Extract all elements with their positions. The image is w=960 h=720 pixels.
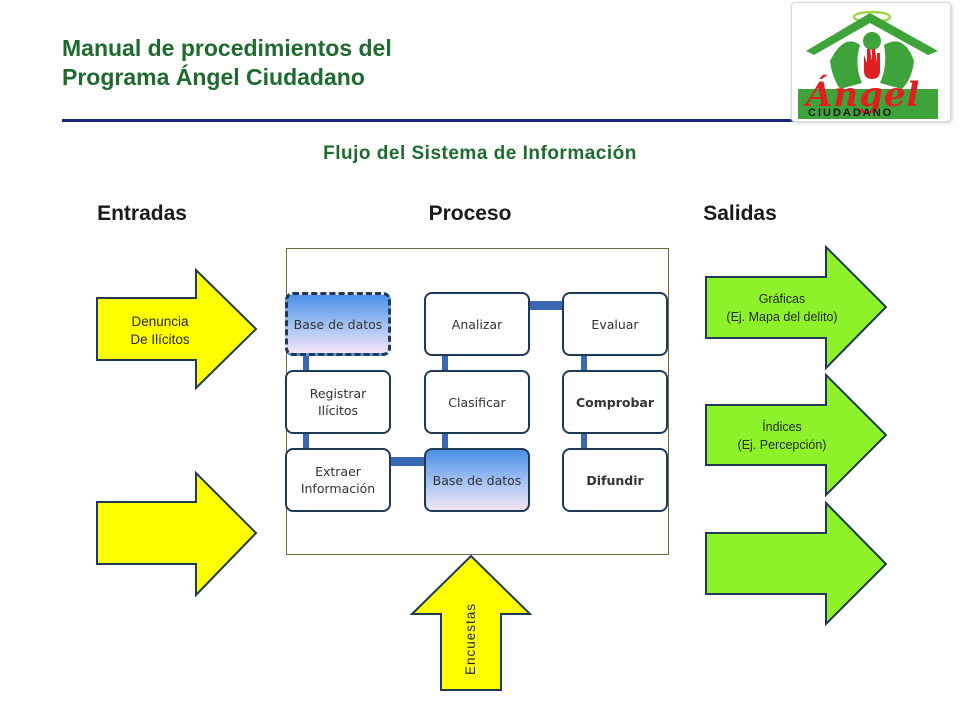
connector-col2-upper <box>442 352 448 376</box>
process-box-registrar: Registrar Ilícitos <box>285 370 391 434</box>
output-label-indices-line2: (Ej. Percepción) <box>737 438 827 452</box>
connector-col1-upper <box>303 352 309 376</box>
connector-analizar-evaluar <box>528 301 564 310</box>
title-underline <box>62 119 802 122</box>
column-heading-outputs: Salidas <box>703 202 777 225</box>
logo: Ángel CIUDADANO <box>791 2 951 122</box>
title-line-1: Manual de procedimientos del <box>62 35 392 61</box>
connector-col2-lower <box>442 432 448 454</box>
input-arrow-denuncia <box>96 267 258 391</box>
connector-col3-lower <box>581 432 587 454</box>
output-arrow-empty <box>705 500 888 627</box>
column-heading-process: Proceso <box>428 202 512 225</box>
process-box-difundir: Difundir <box>562 448 668 512</box>
process-box-base-datos-mid: Base de datos <box>424 448 530 512</box>
process-box-evaluar: Evaluar <box>562 292 668 356</box>
connector-extraer-base <box>390 457 426 466</box>
process-box-analizar: Analizar <box>424 292 530 356</box>
input-arrow-empty <box>96 470 258 598</box>
logo-text-sub: CIUDADANO <box>808 107 894 119</box>
logo-graphic <box>798 10 938 119</box>
connector-col3-upper <box>581 352 587 376</box>
output-label-graficas: Gráficas (Ej. Mapa del delito) <box>712 290 852 326</box>
output-label-indices: Índices (Ej. Percepción) <box>712 418 852 454</box>
diagram-subtitle: Flujo del Sistema de Información <box>323 143 637 164</box>
input-label-encuestas: Encuestas <box>463 602 478 676</box>
output-label-indices-line1: Índices <box>762 420 802 434</box>
process-box-clasificar: Clasificar <box>424 370 530 434</box>
process-box-base-datos-top: Base de datos <box>285 292 391 356</box>
input-label-denuncia-line1: Denuncia <box>131 314 189 329</box>
input-label-denuncia: Denuncia De Ilícitos <box>112 313 208 349</box>
input-label-denuncia-line2: De Ilícitos <box>130 332 190 347</box>
column-heading-inputs: Entradas <box>97 202 187 225</box>
output-arrow-graficas <box>705 244 888 371</box>
output-label-graficas-line1: Gráficas <box>758 292 806 306</box>
connector-col1-lower <box>303 432 309 454</box>
process-box-extraer: Extraer Información <box>285 448 391 512</box>
input-arrow-encuestas <box>409 554 533 691</box>
title-line-2: Programa Ángel Ciudadano <box>62 64 365 90</box>
logo-text-main: Ángel <box>806 75 921 115</box>
process-box-comprobar: Comprobar <box>562 370 668 434</box>
output-label-graficas-line2: (Ej. Mapa del delito) <box>726 310 838 324</box>
output-arrow-indices <box>705 372 888 498</box>
